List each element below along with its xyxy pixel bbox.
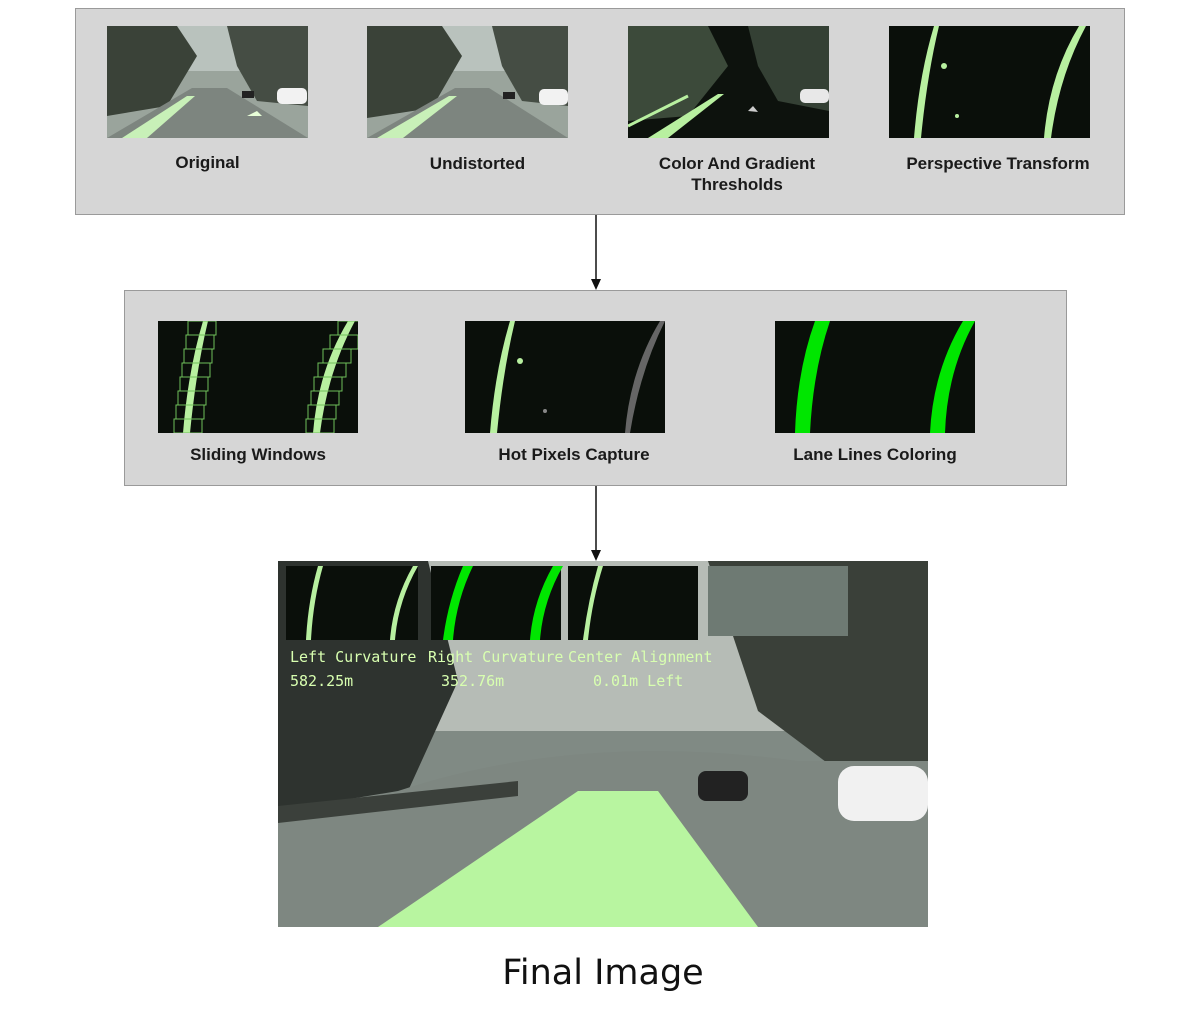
lane-lines-image: [775, 321, 975, 433]
caption-hotpixels: Hot Pixels Capture: [498, 445, 650, 464]
caption-perspective: Perspective Transform: [906, 154, 1090, 173]
hot-pixels-image: [465, 321, 665, 433]
arrow-down-1: [591, 215, 601, 290]
hud-right-curvature-label: Right Curvature: [428, 648, 564, 666]
hud-left-curvature-value: 582.25m: [290, 672, 354, 690]
sliding-windows-image: [158, 321, 358, 433]
original-road-image: [107, 26, 308, 138]
caption-thresholds: Color And Gradient Thresholds: [658, 154, 816, 194]
caption-undistorted: Undistorted: [429, 154, 526, 173]
arrow-down-2: [591, 486, 601, 561]
final-image: Left Curvature 582.25m Right Curvature 3…: [278, 561, 928, 927]
hud-left-curvature-label: Left Curvature: [290, 648, 417, 666]
perspective-image: [889, 26, 1090, 138]
undistorted-road-image: [367, 26, 568, 138]
caption-sliding: Sliding Windows: [190, 445, 326, 464]
threshold-image: [628, 26, 829, 138]
hud-center-alignment-label: Center Alignment: [568, 648, 713, 666]
hud-right-curvature-value: 352.76m: [441, 672, 505, 690]
hud-center-alignment-value: 0.01m Left: [593, 672, 684, 690]
final-image-caption: Final Image: [502, 953, 704, 993]
caption-lanelines: Lane Lines Coloring: [793, 445, 957, 464]
caption-original: Original: [175, 153, 240, 172]
